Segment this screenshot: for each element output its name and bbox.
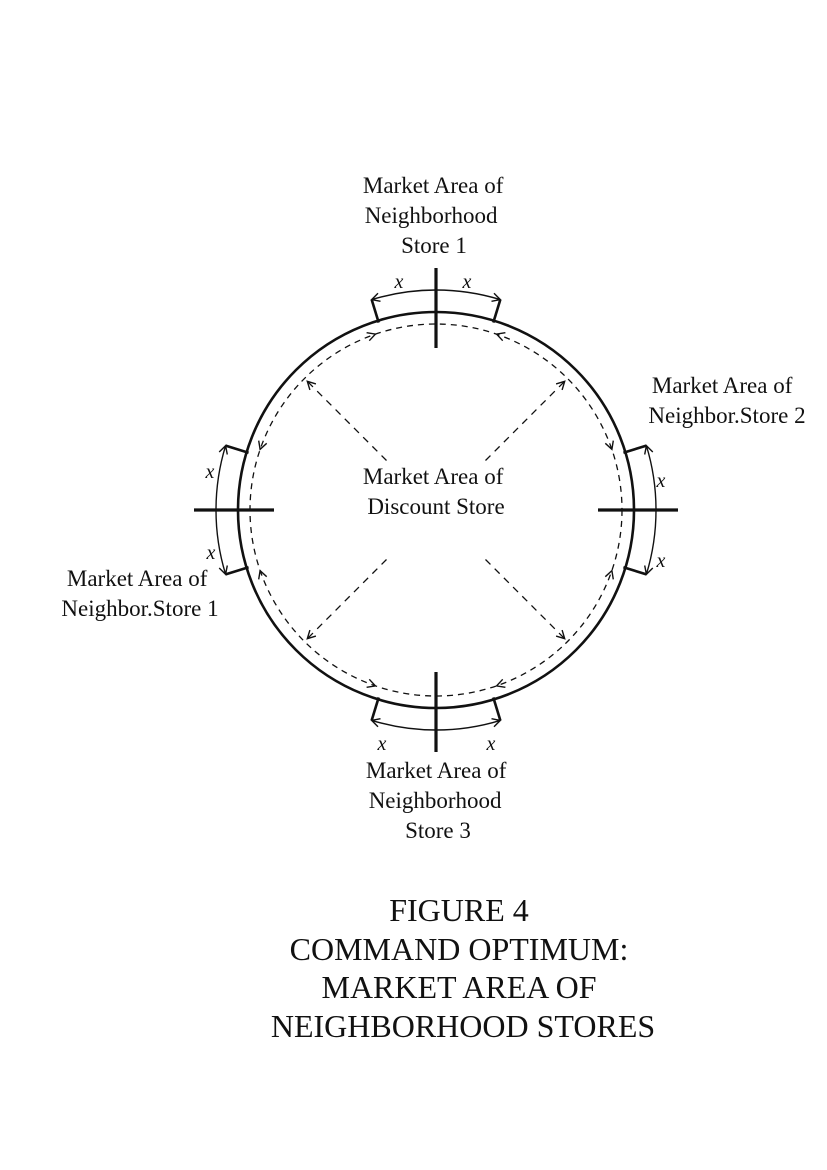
right-inner-arrowhead xyxy=(604,440,614,451)
left-arc-arrowhead xyxy=(218,444,228,455)
right-segment-arc xyxy=(645,445,657,575)
top-inner-arrowhead xyxy=(495,332,506,342)
segment-x-left-upper: x xyxy=(205,461,215,483)
top-segment-bracket xyxy=(370,299,380,323)
left-segment-arc xyxy=(215,445,227,575)
bottom-segment-bracket xyxy=(492,697,502,721)
discount-spoke-arrowhead-1 xyxy=(306,380,317,391)
discount-spoke-arrowhead-4 xyxy=(306,629,317,640)
top-segment-arc xyxy=(371,289,501,301)
left-segment-bracket xyxy=(225,444,249,454)
segment-x-top-left: x xyxy=(394,271,404,293)
segment-markers: x x x x x x x x xyxy=(205,271,666,755)
discount-spoke-arrowhead-2 xyxy=(555,380,566,391)
discount-spoke-4 xyxy=(306,559,387,640)
left-inner-arrowhead xyxy=(258,440,268,451)
bottom-store-label: Market Area of Neighborhood Store 3 xyxy=(366,758,512,843)
bottom-segment-bracket xyxy=(370,697,380,721)
top-arc-arrowhead xyxy=(491,292,502,302)
top-segment-bracket xyxy=(492,299,502,323)
bottom-segment-arc xyxy=(371,719,501,731)
bottom-arc-arrowhead xyxy=(491,718,502,728)
figure-caption: FIGURE 4 COMMAND OPTIMUM: MARKET AREA OF… xyxy=(271,892,655,1044)
left-store-label: Market Area of Neighbor.Store 1 xyxy=(61,566,218,621)
top-arc-arrowhead xyxy=(370,292,381,302)
segment-x-right-lower: x xyxy=(656,550,666,572)
right-segment-bracket xyxy=(623,566,647,576)
segment-x-left-lower: x xyxy=(206,542,216,564)
left-segment-bracket xyxy=(225,566,249,576)
segment-x-top-right: x xyxy=(462,271,472,293)
bottom-inner-arrowhead xyxy=(495,678,506,688)
bottom-inner-arrowhead xyxy=(366,678,377,688)
discount-spoke-arrowhead-3 xyxy=(555,629,566,640)
top-store-label: Market Area of Neighborhood Store 1 xyxy=(363,173,509,258)
right-store-label: Market Area of Neighbor.Store 2 xyxy=(648,373,805,428)
diagram-geometry xyxy=(194,268,678,752)
segment-x-right-upper: x xyxy=(656,470,666,492)
segment-x-bottom-right: x xyxy=(486,733,496,755)
right-segment-bracket xyxy=(623,444,647,454)
left-inner-arrowhead xyxy=(258,569,268,580)
discount-spoke-2 xyxy=(485,380,566,461)
left-arc-arrowhead xyxy=(218,565,228,576)
right-arc-arrowhead xyxy=(644,444,654,455)
bottom-arc-arrowhead xyxy=(370,718,381,728)
discount-store-label: Market Area of Discount Store xyxy=(363,464,509,519)
discount-spoke-3 xyxy=(485,559,566,640)
top-inner-arrowhead xyxy=(366,332,377,342)
right-arc-arrowhead xyxy=(644,565,654,576)
right-inner-arrowhead xyxy=(604,569,614,580)
discount-spoke-1 xyxy=(306,380,387,461)
segment-x-bottom-left: x xyxy=(377,733,387,755)
